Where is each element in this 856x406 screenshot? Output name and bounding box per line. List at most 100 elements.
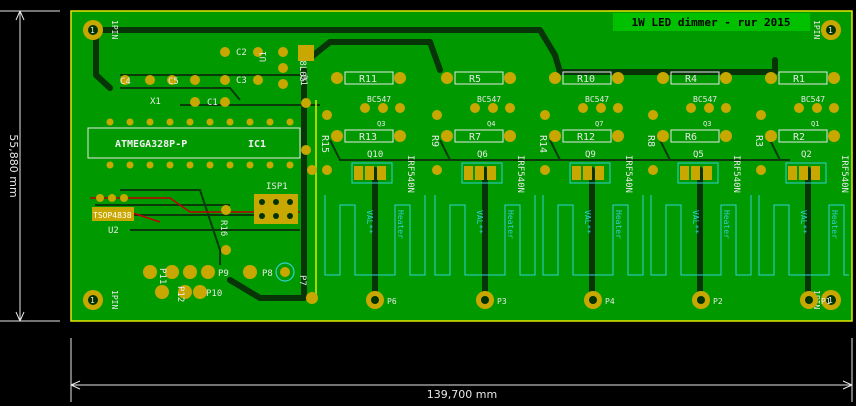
resistor-mid-label: R7 <box>469 132 481 143</box>
transistor-ref-label: Q3 <box>703 120 711 128</box>
red-traces <box>90 197 300 223</box>
resistor-pad <box>549 72 561 84</box>
resistor-outline <box>344 71 394 85</box>
resistor-pad <box>765 130 777 142</box>
heater-ref-label: VAL** <box>691 210 700 234</box>
dimension-height-label: 55,880 mm <box>7 134 20 197</box>
mosfet-pad <box>703 166 712 180</box>
p7-label: P7 <box>297 275 307 286</box>
resistor-pad <box>720 72 732 84</box>
mosfet-outline <box>569 162 611 184</box>
resistor-pad <box>756 165 766 175</box>
mosfet-ref-label: Q6 <box>477 150 488 160</box>
resistor-top-label: R1 <box>793 74 805 85</box>
mosfet-value-label: IRF540N <box>405 155 415 193</box>
mosfet-outline <box>351 162 393 184</box>
hole-net-label: 1 <box>90 296 95 305</box>
heater-name-label: Heater <box>396 210 405 239</box>
u2-value-label: TSOP4838 <box>93 211 132 220</box>
resistor-pad <box>432 110 442 120</box>
resistor-pad <box>441 130 453 142</box>
transistor-pad <box>686 103 696 113</box>
p9-label: P9 <box>218 269 229 279</box>
heater-ref-label: VAL** <box>799 210 808 234</box>
connectors-bottom-left: P9 P10 P11 P12 P8 P7 <box>143 262 307 302</box>
resistor-pad <box>504 72 516 84</box>
mounting-hole-bottom-left: 1 1PIN <box>83 290 119 310</box>
mcu-footprint: ATMEGA328P-P IC1 <box>87 118 301 169</box>
output-pad-label: P4 <box>605 297 615 306</box>
transistor-pad <box>578 103 588 113</box>
p11-label: P11 <box>157 268 167 284</box>
u2-ref-label: U2 <box>108 226 119 236</box>
resistor-pad <box>657 130 669 142</box>
mosfet-pad <box>377 166 386 180</box>
mosfet-ref-label: Q10 <box>367 150 383 160</box>
heater-ref-label: VAL** <box>475 210 484 234</box>
isp-header: ISP1 <box>254 182 298 224</box>
r16-label: R16 <box>218 220 228 236</box>
transistor-ref-label: Q3 <box>377 120 385 128</box>
mosfet-pad <box>572 166 581 180</box>
mosfet-outline <box>461 162 503 184</box>
resistor-pad <box>828 72 840 84</box>
transistor-value-label: BC547 <box>585 95 609 104</box>
resistor-outline <box>778 71 828 85</box>
transistor-pad <box>794 103 804 113</box>
resistor-pad <box>540 110 550 120</box>
transistor-pad <box>721 103 731 113</box>
resistor-pad <box>331 72 343 84</box>
u1-ref-label: U1 <box>259 51 269 62</box>
power-pad-3 <box>301 145 311 155</box>
output-pad-label: P2 <box>713 297 723 306</box>
mosfet-pad <box>595 166 604 180</box>
resistor-pad <box>441 72 453 84</box>
transistor-ref-label: Q7 <box>595 120 603 128</box>
resistor-pad <box>612 72 624 84</box>
resistor-top-label: R4 <box>685 74 697 85</box>
mosfet-value-label: IRF540N <box>515 155 525 193</box>
resistor-outline <box>670 129 720 143</box>
title-block <box>613 13 810 31</box>
board-title: 1W LED dimmer - rur 2015 <box>632 16 791 29</box>
dimension-width <box>70 338 853 402</box>
c2-label: C2 <box>236 48 247 58</box>
regulator-u1: U1 78L05 <box>259 47 307 89</box>
crystal-x1: X1 C4 C5 <box>120 75 200 107</box>
c5-label: C5 <box>168 77 179 87</box>
transistor-ref-label: Q4 <box>487 120 495 128</box>
transistor-pad <box>613 103 623 113</box>
mosfet-value-label: IRF540N <box>623 155 633 193</box>
c4-label: C4 <box>120 77 131 87</box>
isp-ref-label: ISP1 <box>266 182 288 192</box>
mosfet-ref-label: Q9 <box>585 150 596 160</box>
mosfet-pad <box>365 166 374 180</box>
transistor-pad <box>704 103 714 113</box>
transistor-pad <box>596 103 606 113</box>
output-pad-hole <box>697 296 705 304</box>
heater-name-label: Heater <box>830 210 839 239</box>
transistor-pad <box>470 103 480 113</box>
c1-label: C1 <box>207 98 218 108</box>
dimension-width-label: 139,700 mm <box>427 388 497 401</box>
resistor-outline <box>454 129 504 143</box>
resistor-pad <box>720 130 732 142</box>
p12-label: P12 <box>175 286 185 302</box>
resistor-side-label: R9 <box>429 135 440 147</box>
resistor-outline <box>562 71 612 85</box>
transistor-pad <box>812 103 822 113</box>
transistor-value-label: BC547 <box>367 95 391 104</box>
power-pad-2 <box>307 165 317 175</box>
resistor-pad <box>756 110 766 120</box>
output-pad-label: P1 <box>821 297 831 306</box>
resistor-pad <box>322 110 332 120</box>
hole-net-label: 1 <box>90 26 95 35</box>
resistor-top-label: R10 <box>577 74 595 85</box>
resistor-side-label: R8 <box>645 135 656 147</box>
diode-d1: D1 <box>298 45 314 108</box>
resistor-outline <box>670 71 720 85</box>
heater-name-label: Heater <box>506 210 515 239</box>
transistor-value-label: BC547 <box>477 95 501 104</box>
